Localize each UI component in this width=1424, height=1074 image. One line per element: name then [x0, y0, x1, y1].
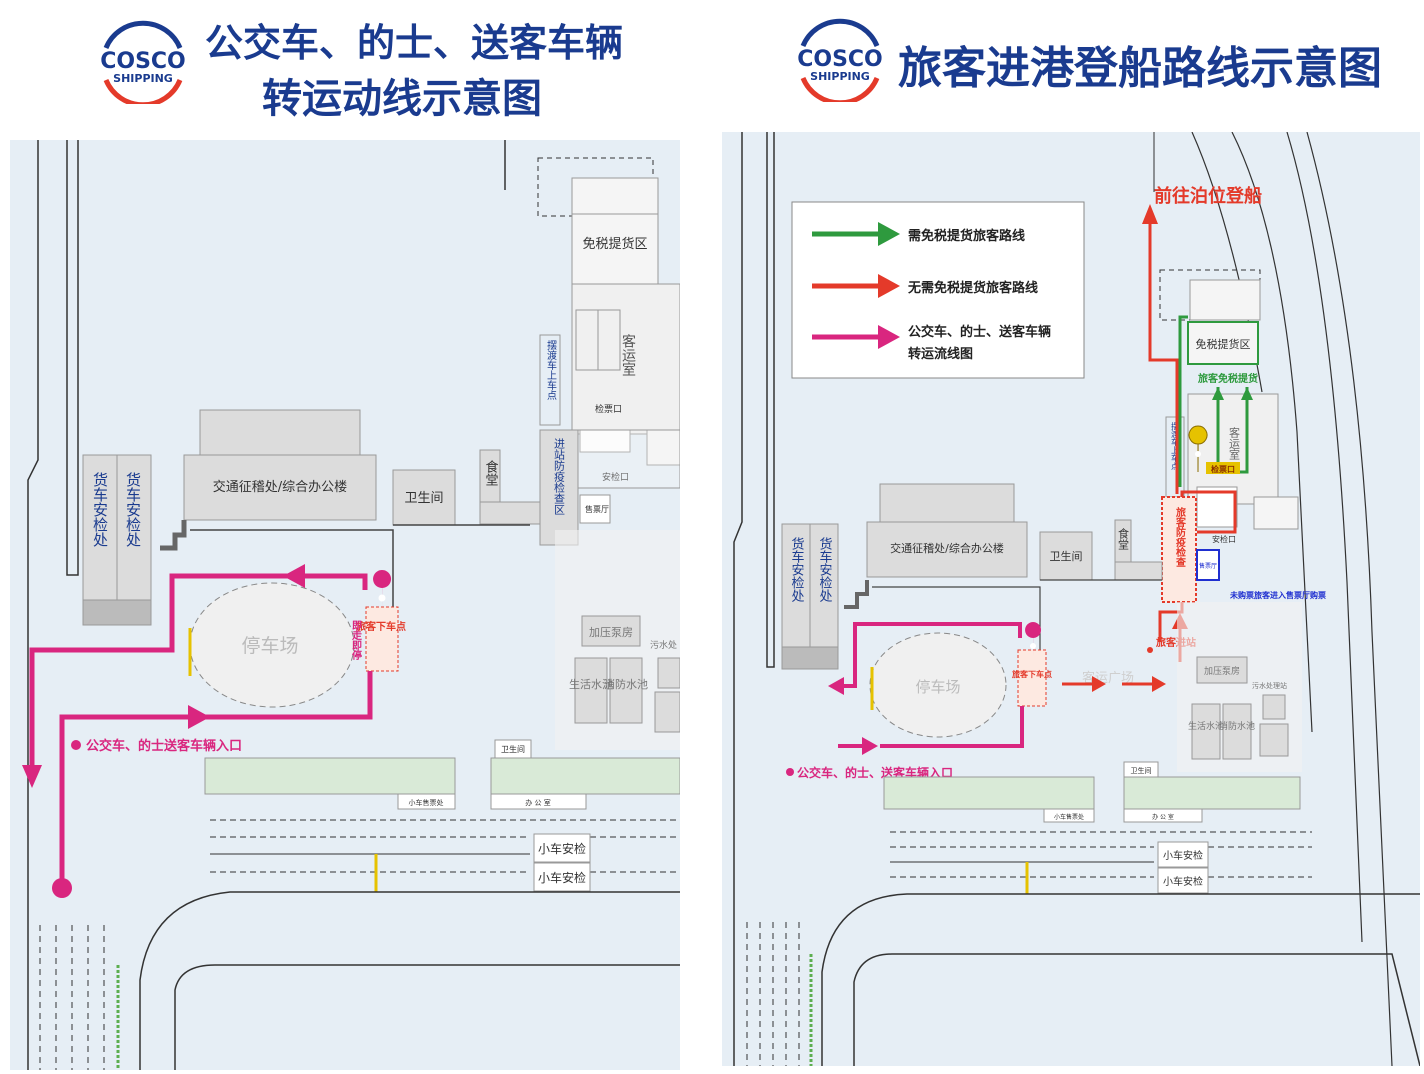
right-fire-pool: 消防水池	[1219, 720, 1255, 732]
left-security: 安检口	[602, 471, 629, 483]
left-passenger-drop: 旅客下车点	[356, 620, 406, 633]
right-life-pool: 生活水池	[1188, 720, 1224, 732]
right-entry-arrow-icon	[862, 737, 878, 755]
right-passenger-drop: 旅客下车点	[1012, 669, 1052, 679]
left-pump-room: 加压泵房	[589, 626, 633, 639]
left-car-check1: 小车安检	[538, 841, 586, 856]
right-go-board: 前往泊位登船	[1154, 185, 1262, 207]
right-toilet2: 卫生间	[1131, 766, 1152, 775]
left-fire-pool: 消防水池	[604, 677, 648, 691]
left-exit-arrow-icon	[22, 765, 42, 788]
left-parking: 停车场	[241, 635, 298, 657]
left-sewage: 污水处	[650, 639, 677, 651]
right-ticket-office: 售票厅	[1199, 562, 1217, 570]
right-entrance: 公交车、的士、送客车辆入口	[797, 765, 953, 780]
right-sewage: 污水处理站	[1252, 681, 1287, 690]
left-epidemic-check: 进站防疫检查区	[553, 438, 566, 515]
svg-text:SHIPPING: SHIPPING	[810, 70, 870, 83]
right-drop-pin-icon	[1025, 622, 1042, 657]
right-truck-check2: 货车安检处	[817, 536, 833, 602]
left-car-ticket: 小车售票处	[409, 798, 444, 807]
left-ticket-office: 售票厅	[585, 504, 609, 514]
left-toilet2: 卫生间	[501, 744, 525, 754]
right-security: 安检口	[1212, 534, 1236, 544]
left-map: 免税提货区 客运室 摆渡车上车点 检票口 安检口 售票厅 进站防疫检查区 食堂 …	[10, 140, 680, 1070]
left-duty-free: 免税提货区	[582, 236, 647, 252]
left-waiting-room: 客运室	[620, 333, 636, 376]
legend-green-arrow-icon	[878, 222, 900, 246]
right-ticket-pin-icon	[1188, 425, 1208, 473]
left-ticket-check: 检票口	[595, 403, 622, 415]
right-map: 需免税提货旅客路线 无需免税提货旅客路线 公交车、的士、送客车辆 转运流线图 免…	[722, 132, 1420, 1066]
right-exit-arrow-icon	[828, 677, 844, 695]
right-office-building: 交通征稽处/综合办公楼	[890, 541, 1004, 555]
logo-text-left: COSCO	[100, 49, 186, 74]
right-ferry-stop: 摆渡车上车点	[1171, 421, 1180, 471]
right-pump-room: 加压泵房	[1204, 665, 1240, 677]
svg-text:SHIPPING: SHIPPING	[113, 72, 173, 85]
left-title-line2: 转运动线示意图	[262, 76, 542, 122]
legend-red: 无需免税提货旅客路线	[907, 280, 1038, 296]
right-title: 旅客进港登船路线示意图	[898, 43, 1382, 94]
legend-red-arrow-icon	[878, 274, 900, 298]
left-life-pool: 生活水池	[569, 677, 613, 691]
right-epidemic-check: 旅客防疫检查	[1174, 506, 1187, 567]
cosco-logo-right: COSCO SHIPPING	[797, 18, 883, 102]
left-office-building: 交通征稽处/综合办公楼	[213, 479, 347, 495]
left-ferry-stop: 摆渡车上车点	[545, 339, 557, 401]
left-truck-check1: 货车安检处	[91, 472, 109, 547]
right-ticket-check: 检票口	[1211, 464, 1235, 474]
cosco-logo-left: COSCO SHIPPING	[100, 20, 186, 104]
right-canteen: 食堂	[1117, 527, 1130, 550]
right-car-check1: 小车安检	[1163, 849, 1203, 862]
legend-magenta-line1: 公交车、的士、送客车辆	[908, 324, 1051, 340]
right-truck-check1: 货车安检处	[789, 536, 805, 602]
left-drop-pin-icon	[373, 570, 392, 610]
left-title-line1: 公交车、的士、送客车辆	[205, 21, 624, 65]
left-toilet: 卫生间	[404, 491, 443, 506]
right-waiting-room: 客运室	[1228, 426, 1241, 460]
left-truck-check2: 货车安检处	[124, 472, 142, 547]
right-toilet: 卫生间	[1050, 549, 1083, 563]
right-board-arrow-icon	[1142, 204, 1158, 224]
left-entry-arrow-icon	[188, 705, 210, 729]
legend-magenta-arrow-icon	[878, 325, 900, 349]
right-office: 办 公 室	[1152, 813, 1174, 821]
right-parking: 停车场	[915, 678, 960, 696]
right-no-ticket: 未购票旅客进入售票厅购票	[1229, 590, 1326, 600]
left-car-check2: 小车安检	[538, 870, 586, 885]
left-direction-arrow-icon	[283, 564, 305, 588]
right-duty-free-pickup: 旅客免税提货	[1198, 372, 1258, 385]
left-drop-sign: 即走即停	[350, 620, 363, 661]
right-duty-free: 免税提货区	[1196, 337, 1251, 351]
right-car-ticket: 小车售票处	[1054, 813, 1084, 821]
left-entrance: 公交车、的士送客车辆入口	[86, 738, 242, 754]
legend-magenta-line2: 转运流线图	[908, 346, 973, 362]
legend-green: 需免税提货旅客路线	[908, 228, 1025, 244]
left-canteen: 食堂	[483, 459, 499, 486]
right-car-check2: 小车安检	[1163, 875, 1203, 888]
left-office: 办 公 室	[525, 798, 550, 807]
logo-text-right: COSCO	[797, 47, 883, 72]
